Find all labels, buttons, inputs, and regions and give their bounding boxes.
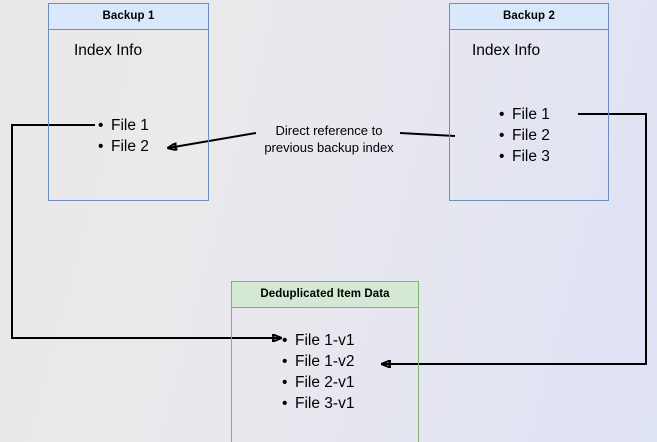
list-item: File 2 (98, 136, 149, 157)
backup-2-index-info-label: Index Info (472, 42, 541, 59)
node-backup-2[interactable]: Backup 2 Index Info File 1 File 2 File 3 (449, 3, 609, 201)
backup-1-index-info-label: Index Info (74, 42, 143, 59)
backup-1-file-list: File 1 File 2 (93, 115, 149, 157)
list-item: File 2 (499, 125, 550, 146)
list-item: File 1 (499, 104, 550, 125)
list-item: File 3 (499, 146, 550, 167)
node-dedup-header: Deduplicated Item Data (232, 282, 418, 308)
node-backup-1[interactable]: Backup 1 Index Info File 1 File 2 (48, 3, 209, 201)
node-backup-1-body: Index Info File 1 File 2 (49, 30, 208, 200)
list-item: File 3-v1 (282, 393, 355, 414)
node-backup-1-header: Backup 1 (49, 4, 208, 30)
node-deduplicated-item-data[interactable]: Deduplicated Item Data File 1-v1 File 1-… (231, 281, 419, 442)
list-item: File 1-v2 (282, 351, 355, 372)
dedup-file-list: File 1-v1 File 1-v2 File 2-v1 File 3-v1 (277, 330, 355, 414)
node-backup-2-header: Backup 2 (450, 4, 608, 30)
backup-2-file-list: File 1 File 2 File 3 (494, 104, 550, 167)
node-backup-2-body: Index Info File 1 File 2 File 3 (450, 30, 608, 200)
list-item: File 2-v1 (282, 372, 355, 393)
node-dedup-body: File 1-v1 File 1-v2 File 2-v1 File 3-v1 (232, 308, 418, 442)
list-item: File 1 (98, 115, 149, 136)
annotation-direct-reference: Direct reference to previous backup inde… (264, 123, 394, 155)
list-item: File 1-v1 (282, 330, 355, 351)
